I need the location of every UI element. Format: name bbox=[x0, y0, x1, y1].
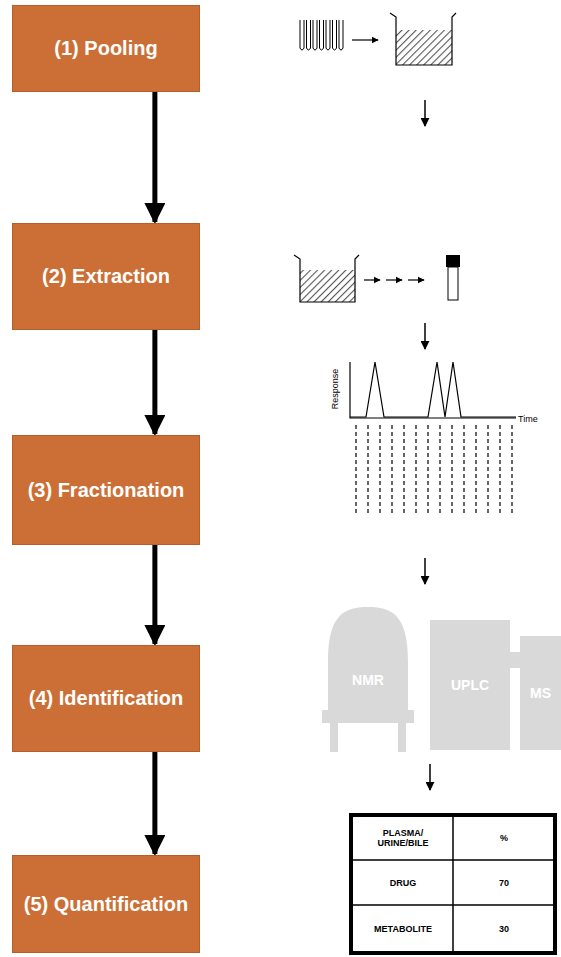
table-cell: METABOLITE bbox=[356, 908, 450, 950]
small-arrow bbox=[386, 279, 402, 280]
beaker bbox=[390, 13, 456, 65]
process-box: (1) Pooling bbox=[12, 5, 200, 92]
instrument-link bbox=[508, 652, 522, 668]
chart-axes bbox=[350, 362, 516, 418]
process-box: (5) Quantification bbox=[12, 855, 200, 953]
result-table bbox=[351, 815, 555, 953]
node-label: NMR bbox=[352, 672, 384, 688]
node-label: (2) Extraction bbox=[42, 265, 170, 288]
flow-arrow bbox=[152, 92, 157, 222]
flow-arrow bbox=[152, 545, 157, 644]
table-cell: % bbox=[456, 818, 552, 858]
nmr-instrument: NMR bbox=[322, 607, 414, 752]
fraction-lines bbox=[356, 425, 512, 515]
chromatogram-peaks bbox=[350, 362, 516, 417]
node-label: (5) Quantification bbox=[24, 893, 188, 916]
ms-instrument: MS bbox=[520, 636, 561, 750]
node-label: MS bbox=[530, 685, 551, 701]
vial-cap bbox=[446, 255, 460, 267]
node-label: UPLC bbox=[451, 677, 489, 693]
test-tubes bbox=[300, 20, 343, 50]
small-arrow bbox=[429, 764, 431, 790]
table-cell: 70 bbox=[456, 863, 552, 903]
vial bbox=[448, 267, 458, 300]
beaker bbox=[294, 255, 359, 302]
process-box: (2) Extraction bbox=[12, 223, 200, 330]
small-arrow bbox=[352, 39, 378, 40]
process-box: (3) Fractionation bbox=[12, 435, 200, 545]
node-label: (3) Fractionation bbox=[28, 479, 185, 502]
table-cell: PLASMA/ URINE/BILE bbox=[356, 818, 450, 858]
axis-label: Time bbox=[518, 413, 548, 425]
axis-label: Response bbox=[328, 359, 342, 419]
small-arrow bbox=[364, 279, 380, 280]
flow-arrow bbox=[152, 752, 157, 854]
node-label: (1) Pooling bbox=[54, 37, 157, 60]
uplc-instrument: UPLC bbox=[430, 620, 510, 750]
table-cell: DRUG bbox=[356, 863, 450, 903]
process-box: (4) Identification bbox=[12, 645, 200, 752]
small-arrow bbox=[408, 279, 424, 280]
table-cell: 30 bbox=[456, 908, 552, 950]
small-arrow bbox=[424, 100, 426, 126]
small-arrow bbox=[424, 323, 426, 349]
beaker-fill bbox=[300, 270, 355, 302]
flow-arrow bbox=[152, 330, 157, 434]
small-arrow bbox=[424, 558, 426, 584]
beaker-fill bbox=[396, 30, 452, 65]
node-label: (4) Identification bbox=[29, 687, 183, 710]
